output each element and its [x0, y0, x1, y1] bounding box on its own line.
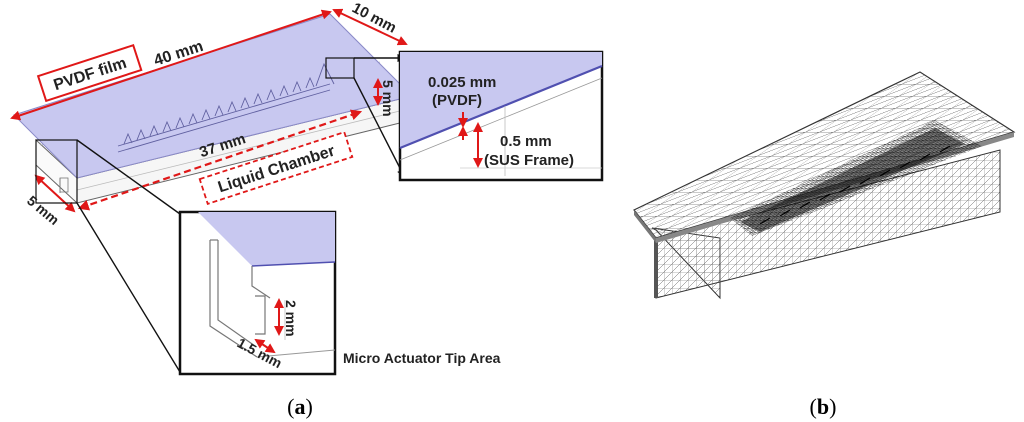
label-micro-actuator-tip-area: Micro Actuator Tip Area — [343, 350, 501, 366]
zoom-region-marker-tip — [35, 139, 78, 204]
dimension-line-37mm — [77, 109, 363, 211]
label-film-thickness: 0.025 mm — [428, 74, 496, 91]
label-tip-height: 2 mm — [283, 300, 299, 337]
dimension-line-10mm — [332, 8, 408, 46]
panel-a: 40 mm 10 mm 5 mm PVDF film 37 mm Liquid … — [10, 0, 604, 419]
dimension-line-5mm-depth — [34, 174, 76, 213]
dimension-line-40mm — [10, 9, 332, 121]
label-10mm: 10 mm — [349, 0, 399, 37]
label-5mm-depth: 5 mm — [24, 192, 62, 228]
caption-a: (a) — [287, 394, 313, 419]
label-film-material: (PVDF) — [432, 92, 482, 109]
label-frame-material: (SUS Frame) — [484, 152, 574, 169]
zoom-panel-thickness: 0.025 mm (PVDF) 0.5 mm (SUS Frame) — [398, 50, 604, 182]
zoom-region-marker-thickness — [325, 57, 355, 79]
caption-b: (b) — [810, 394, 837, 419]
label-5mm-height: 5 mm — [380, 80, 396, 117]
zoom-panel-tip: 2 mm 1.5 mm — [178, 210, 337, 376]
panel-b: (b) — [633, 71, 1016, 419]
label-frame-thickness: 0.5 mm — [500, 133, 552, 150]
